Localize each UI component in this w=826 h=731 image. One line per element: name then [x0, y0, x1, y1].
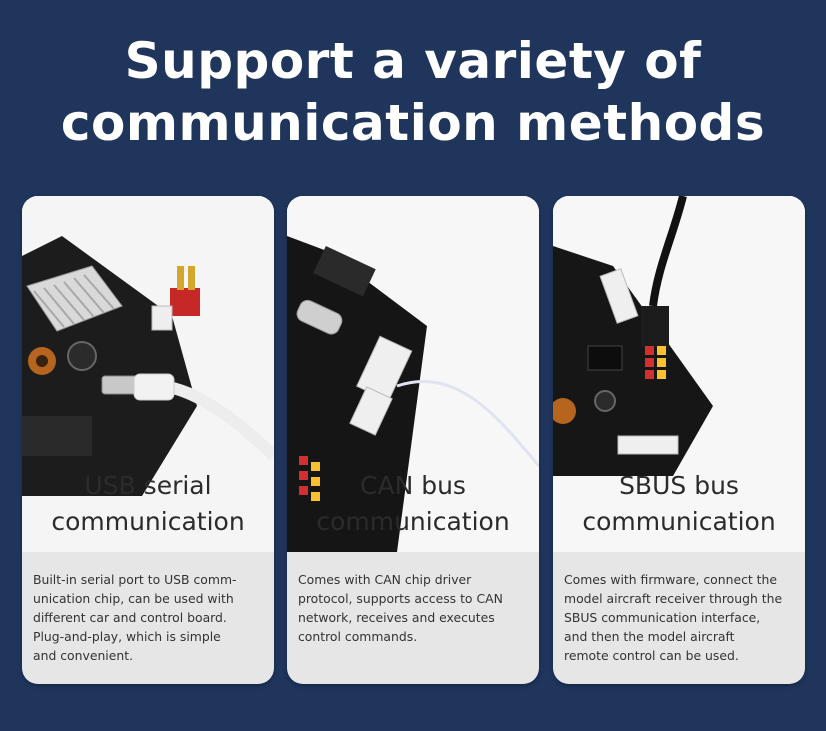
card-description: Comes with CAN chip driver protocol, sup…: [298, 570, 534, 646]
desc-line: and then the model aircraft: [564, 629, 735, 644]
sbus-board-photo: [553, 196, 805, 552]
desc-line: Comes with firmware, connect the: [564, 572, 778, 587]
desc-line: and convenient.: [33, 648, 134, 663]
card-usb-serial: USB serial communication Built-in serial…: [22, 196, 274, 684]
desc-line: model aircraft receiver through the: [564, 591, 783, 606]
card-title-line-1: SBUS bus: [619, 471, 739, 500]
desc-line: network, receives and executes: [298, 610, 495, 625]
card-title-line-2: communication: [316, 507, 510, 536]
card-title: CAN bus communication: [287, 468, 539, 540]
desc-line: Comes with CAN chip driver: [298, 572, 472, 587]
card-title-line-1: CAN bus: [360, 471, 466, 500]
desc-line: remote control can be used.: [564, 648, 739, 663]
card-title: SBUS bus communication: [553, 468, 805, 540]
card-title-line-2: communication: [582, 507, 776, 536]
desc-line: unication chip, can be used with: [33, 591, 234, 606]
can-board-photo: [287, 196, 539, 552]
card-title: USB serial communication: [22, 468, 274, 540]
card-sbus-bus: SBUS bus communication Comes with firmwa…: [553, 196, 805, 684]
desc-line: SBUS communication interface,: [564, 610, 761, 625]
usb-board-photo: [22, 196, 274, 552]
card-title-line-2: communication: [51, 507, 245, 536]
card-can-bus: CAN bus communication Comes with CAN chi…: [287, 196, 539, 684]
headline-line-1: Support a variety of: [124, 32, 702, 90]
desc-line: Plug-and-play, which is simple: [33, 629, 221, 644]
card-description: Built-in serial port to USB comm- unicat…: [33, 570, 269, 665]
card-title-line-1: USB serial: [84, 471, 212, 500]
desc-line: different car and control board.: [33, 610, 227, 625]
card-description: Comes with firmware, connect the model a…: [564, 570, 800, 665]
desc-line: Built-in serial port to USB comm-: [33, 572, 237, 587]
page-headline: Support a variety of communication metho…: [0, 30, 826, 154]
desc-line: protocol, supports access to CAN: [298, 591, 503, 606]
desc-line: control commands.: [298, 629, 418, 644]
headline-line-2: communication methods: [60, 94, 766, 152]
